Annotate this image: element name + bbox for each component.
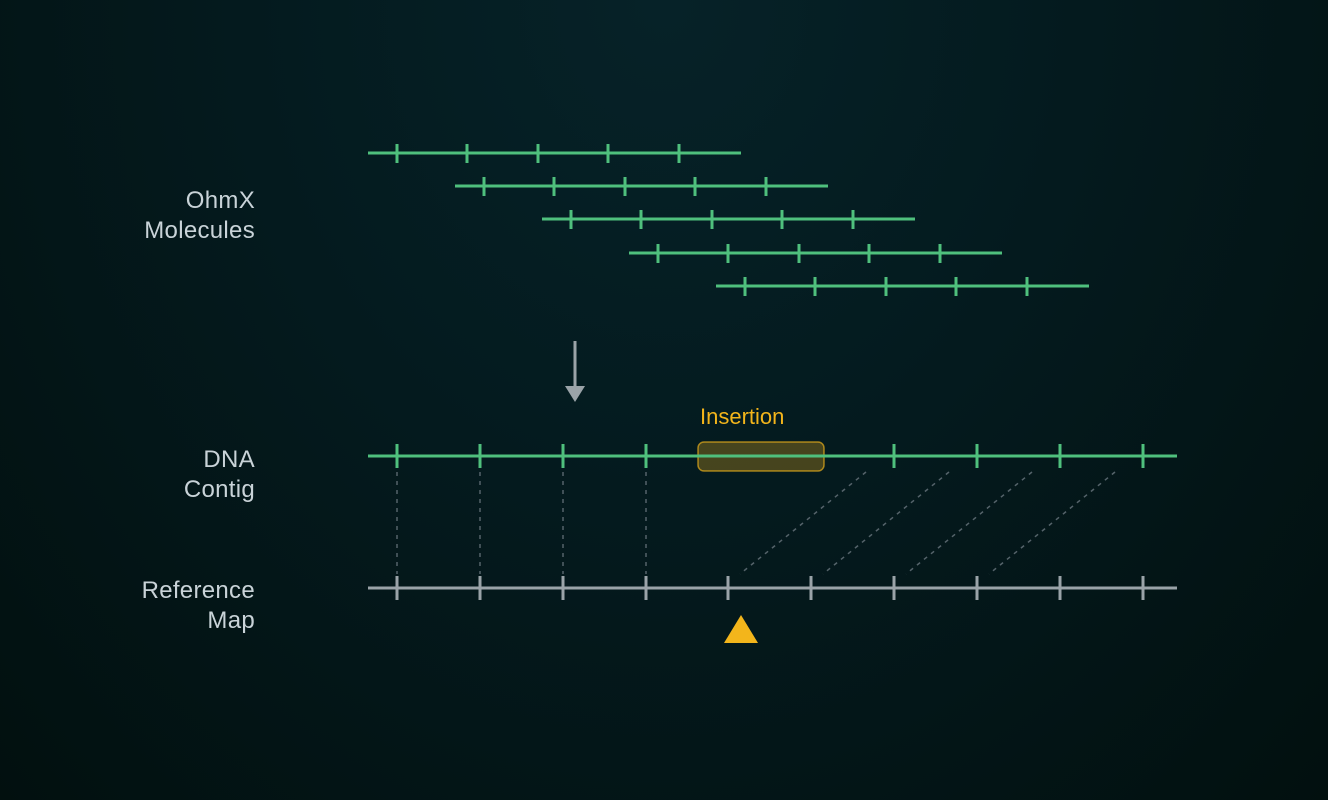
molecule-1 — [368, 144, 741, 163]
molecules-label-line1: OhmX — [185, 187, 255, 214]
molecule-4 — [629, 244, 1002, 263]
dna-contig — [368, 444, 1177, 468]
insertion-label: Insertion — [700, 404, 785, 429]
molecule-3 — [542, 210, 915, 229]
alignment-guides — [396, 471, 1116, 575]
molecules-label: OhmX Molecules — [55, 186, 255, 246]
contig-label: DNA Contig — [55, 445, 255, 505]
triangle-up-icon — [724, 615, 758, 643]
reference-map — [368, 576, 1177, 600]
molecule-2 — [455, 177, 828, 196]
contig-label-line2: Contig — [183, 476, 255, 503]
arrow-down-icon — [565, 341, 585, 402]
reference-label: Reference Map — [55, 576, 255, 636]
reference-label-line1: Reference — [141, 577, 255, 604]
molecules-label-line2: Molecules — [144, 217, 255, 244]
molecule-5 — [716, 277, 1089, 296]
contig-label-line1: DNA — [203, 446, 255, 473]
reference-label-line2: Map — [207, 607, 255, 634]
